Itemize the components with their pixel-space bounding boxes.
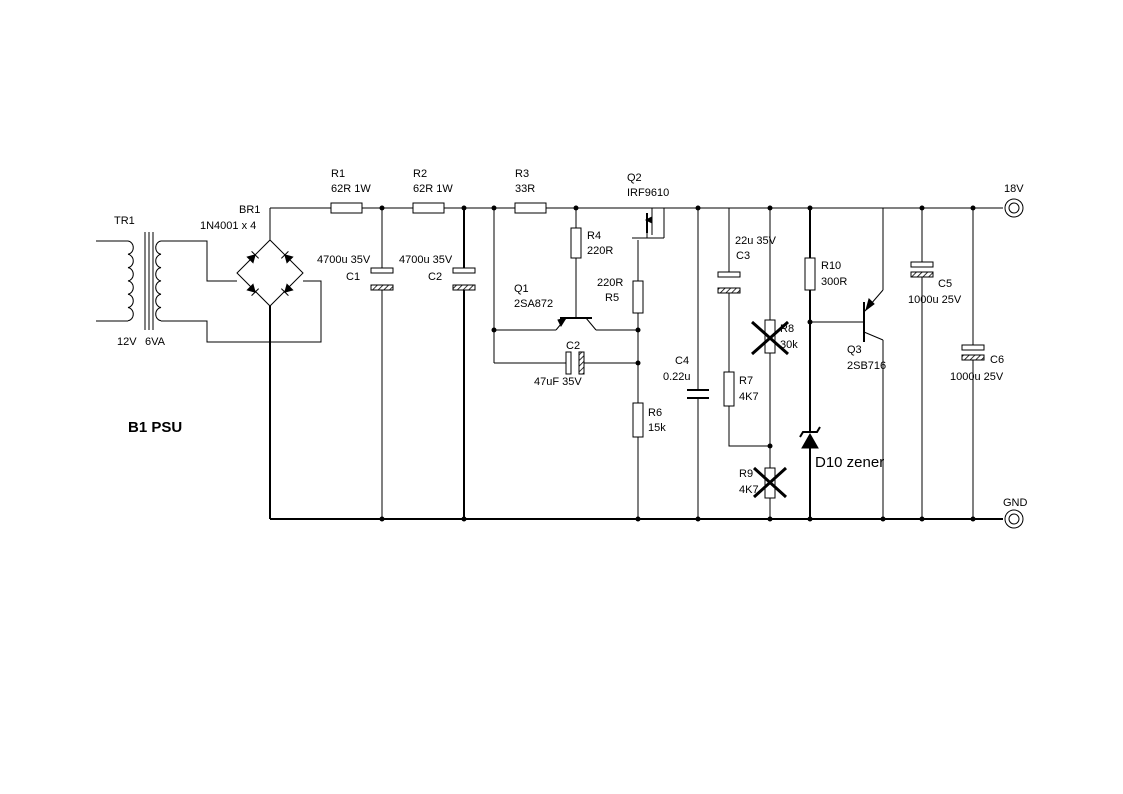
label-r5-value: 220R bbox=[597, 277, 623, 289]
label-r9-ref: R9 bbox=[739, 468, 753, 480]
label-c5-value: 1000u 25V bbox=[908, 294, 962, 306]
label-r2-ref: R2 bbox=[413, 168, 427, 180]
transistor-q3 bbox=[861, 289, 884, 342]
label-c1-value: 4700u 35V bbox=[317, 254, 371, 266]
label-r4-ref: R4 bbox=[587, 230, 601, 242]
label-r1-ref: R1 bbox=[331, 168, 345, 180]
zener-d10 bbox=[799, 426, 821, 449]
label-r2-value: 62R 1W bbox=[413, 183, 453, 195]
resistor-r5 bbox=[632, 280, 644, 314]
label-out-gnd: GND bbox=[1003, 497, 1028, 509]
labels: TR1 12V 6VA BR1 1N4001 x 4 R1 62R 1W R2 … bbox=[114, 168, 1028, 509]
resistors bbox=[330, 202, 816, 499]
resistor-r1 bbox=[330, 202, 363, 214]
label-c4-value: 0.22u bbox=[663, 371, 691, 383]
label-c2-value: 47uF 35V bbox=[534, 376, 582, 388]
label-c1-ref: C1 bbox=[346, 271, 360, 283]
label-r6-value: 15k bbox=[648, 422, 666, 434]
label-c2b-value: 4700u 35V bbox=[399, 254, 453, 266]
label-q2-ref: Q2 bbox=[627, 172, 642, 184]
label-br1-ref: BR1 bbox=[239, 204, 260, 216]
label-tr1-rating: 6VA bbox=[145, 336, 166, 348]
label-tr1-primary: 12V bbox=[117, 336, 137, 348]
label-d10: D10 zener bbox=[815, 454, 884, 471]
transformer-tr1 bbox=[96, 232, 162, 330]
label-c3-ref: C3 bbox=[736, 250, 750, 262]
resistor-r3 bbox=[514, 202, 547, 214]
transistor-q1 bbox=[555, 312, 597, 331]
label-r4-value: 220R bbox=[587, 245, 613, 257]
capacitors bbox=[370, 261, 985, 399]
label-r3-value: 33R bbox=[515, 183, 535, 195]
label-r7-ref: R7 bbox=[739, 375, 753, 387]
label-c2-ref: C2 bbox=[566, 340, 580, 352]
label-out-18v: 18V bbox=[1004, 183, 1024, 195]
label-r7-value: 4K7 bbox=[739, 391, 759, 403]
label-q2-value: IRF9610 bbox=[627, 187, 669, 199]
wires bbox=[161, 207, 1003, 520]
label-c6-value: 1000u 25V bbox=[950, 371, 1004, 383]
resistor-r2 bbox=[412, 202, 445, 214]
label-r10-value: 300R bbox=[821, 276, 847, 288]
label-r5-ref: R5 bbox=[605, 292, 619, 304]
label-q3-value: 2SB716 bbox=[847, 360, 886, 372]
junction-dots bbox=[379, 205, 976, 522]
label-q1-ref: Q1 bbox=[514, 283, 529, 295]
page-title: B1 PSU bbox=[128, 419, 182, 436]
label-c5-ref: C5 bbox=[938, 278, 952, 290]
label-br1-value: 1N4001 x 4 bbox=[200, 220, 256, 232]
resistor-r4 bbox=[570, 227, 582, 259]
label-r6-ref: R6 bbox=[648, 407, 662, 419]
label-r8-ref: R8 bbox=[780, 323, 794, 335]
terminal-gnd bbox=[1004, 509, 1024, 529]
resistor-r6 bbox=[632, 402, 644, 438]
label-r3-ref: R3 bbox=[515, 168, 529, 180]
label-r8-value: 30k bbox=[780, 339, 798, 351]
label-c2b-ref: C2 bbox=[428, 271, 442, 283]
label-c6-ref: C6 bbox=[990, 354, 1004, 366]
bridge-rectifier-br1 bbox=[236, 239, 304, 307]
label-r9-value: 4K7 bbox=[739, 484, 759, 496]
transistor-q2 bbox=[632, 208, 665, 239]
label-r1-value: 62R 1W bbox=[331, 183, 371, 195]
label-r10-ref: R10 bbox=[821, 260, 841, 272]
label-tr1-ref: TR1 bbox=[114, 215, 135, 227]
label-q3-ref: Q3 bbox=[847, 344, 862, 356]
label-c4-ref: C4 bbox=[675, 355, 689, 367]
label-c3-value: 22u 35V bbox=[735, 235, 777, 247]
resistor-r7 bbox=[723, 371, 735, 407]
resistor-r10 bbox=[804, 257, 816, 291]
terminal-18v bbox=[1004, 198, 1024, 218]
label-q1-value: 2SA872 bbox=[514, 298, 553, 310]
